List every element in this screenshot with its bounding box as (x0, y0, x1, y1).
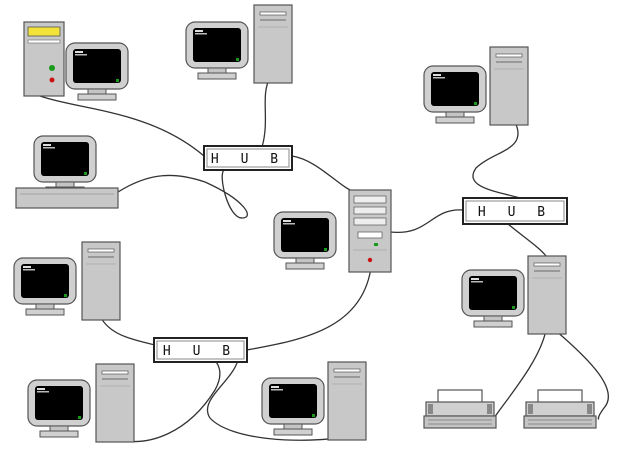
monitor-icon (185, 21, 249, 80)
cable-server-hub-bottom (246, 257, 373, 351)
cable-server-hub-right (389, 209, 464, 233)
pc-tower-mid-right (461, 255, 567, 335)
monitor-icon (33, 135, 97, 194)
monitor-icon (423, 65, 487, 124)
hub-right-label: H U B (478, 205, 552, 220)
cable-hub-right-pc (507, 223, 547, 257)
hub-right: H U B (462, 197, 568, 225)
cable-pc-top-right (472, 119, 521, 199)
monitor-icon (273, 211, 337, 270)
pc-tower-bottom-left (27, 363, 135, 443)
cable-pc-bottom-left (111, 359, 221, 443)
cable-pc-top-center (261, 77, 271, 148)
printer-right (523, 389, 597, 429)
cable-hub-top-server (291, 155, 356, 193)
tower-icon (95, 363, 135, 443)
desktop-case-icon (15, 187, 119, 209)
pc-tower-mid-left (13, 241, 121, 321)
monitor-icon (65, 42, 129, 101)
cable-printer-left (493, 329, 547, 419)
monitor-icon (461, 269, 525, 328)
tower-icon (527, 255, 567, 335)
pc-tower-bottom-center (261, 361, 367, 441)
cable-pc-flat-left (117, 169, 248, 219)
computer-case-icon (23, 21, 65, 97)
pc-tower-top-center (185, 4, 293, 84)
hub-top-center-label: H U B (211, 152, 285, 167)
hub-top-center: H U B (203, 145, 293, 171)
monitor-icon (13, 257, 77, 316)
printer-icon (523, 389, 597, 429)
cable-pc-bottom-center (207, 359, 353, 441)
pc-desktop-top-left (23, 21, 129, 101)
pc-flat-left (15, 135, 119, 209)
tower-icon (81, 241, 121, 321)
monitor-icon (261, 377, 325, 436)
monitor-center (273, 211, 337, 270)
server-icon (348, 189, 392, 273)
cable-printer-right (554, 329, 610, 420)
hub-bottom-left: H U B (153, 337, 248, 363)
tower-icon (327, 361, 367, 441)
printer-left (423, 389, 497, 429)
monitor-icon (27, 379, 91, 438)
tower-icon (489, 46, 529, 126)
pc-tower-top-right (423, 46, 529, 126)
cables (39, 77, 610, 443)
tower-icon (253, 4, 293, 84)
server (348, 189, 392, 273)
printer-icon (423, 389, 497, 429)
hub-bottom-left-label: H U B (163, 344, 237, 359)
cable-pc-top-left (39, 95, 205, 157)
cable-pc-mid-left (99, 315, 156, 346)
